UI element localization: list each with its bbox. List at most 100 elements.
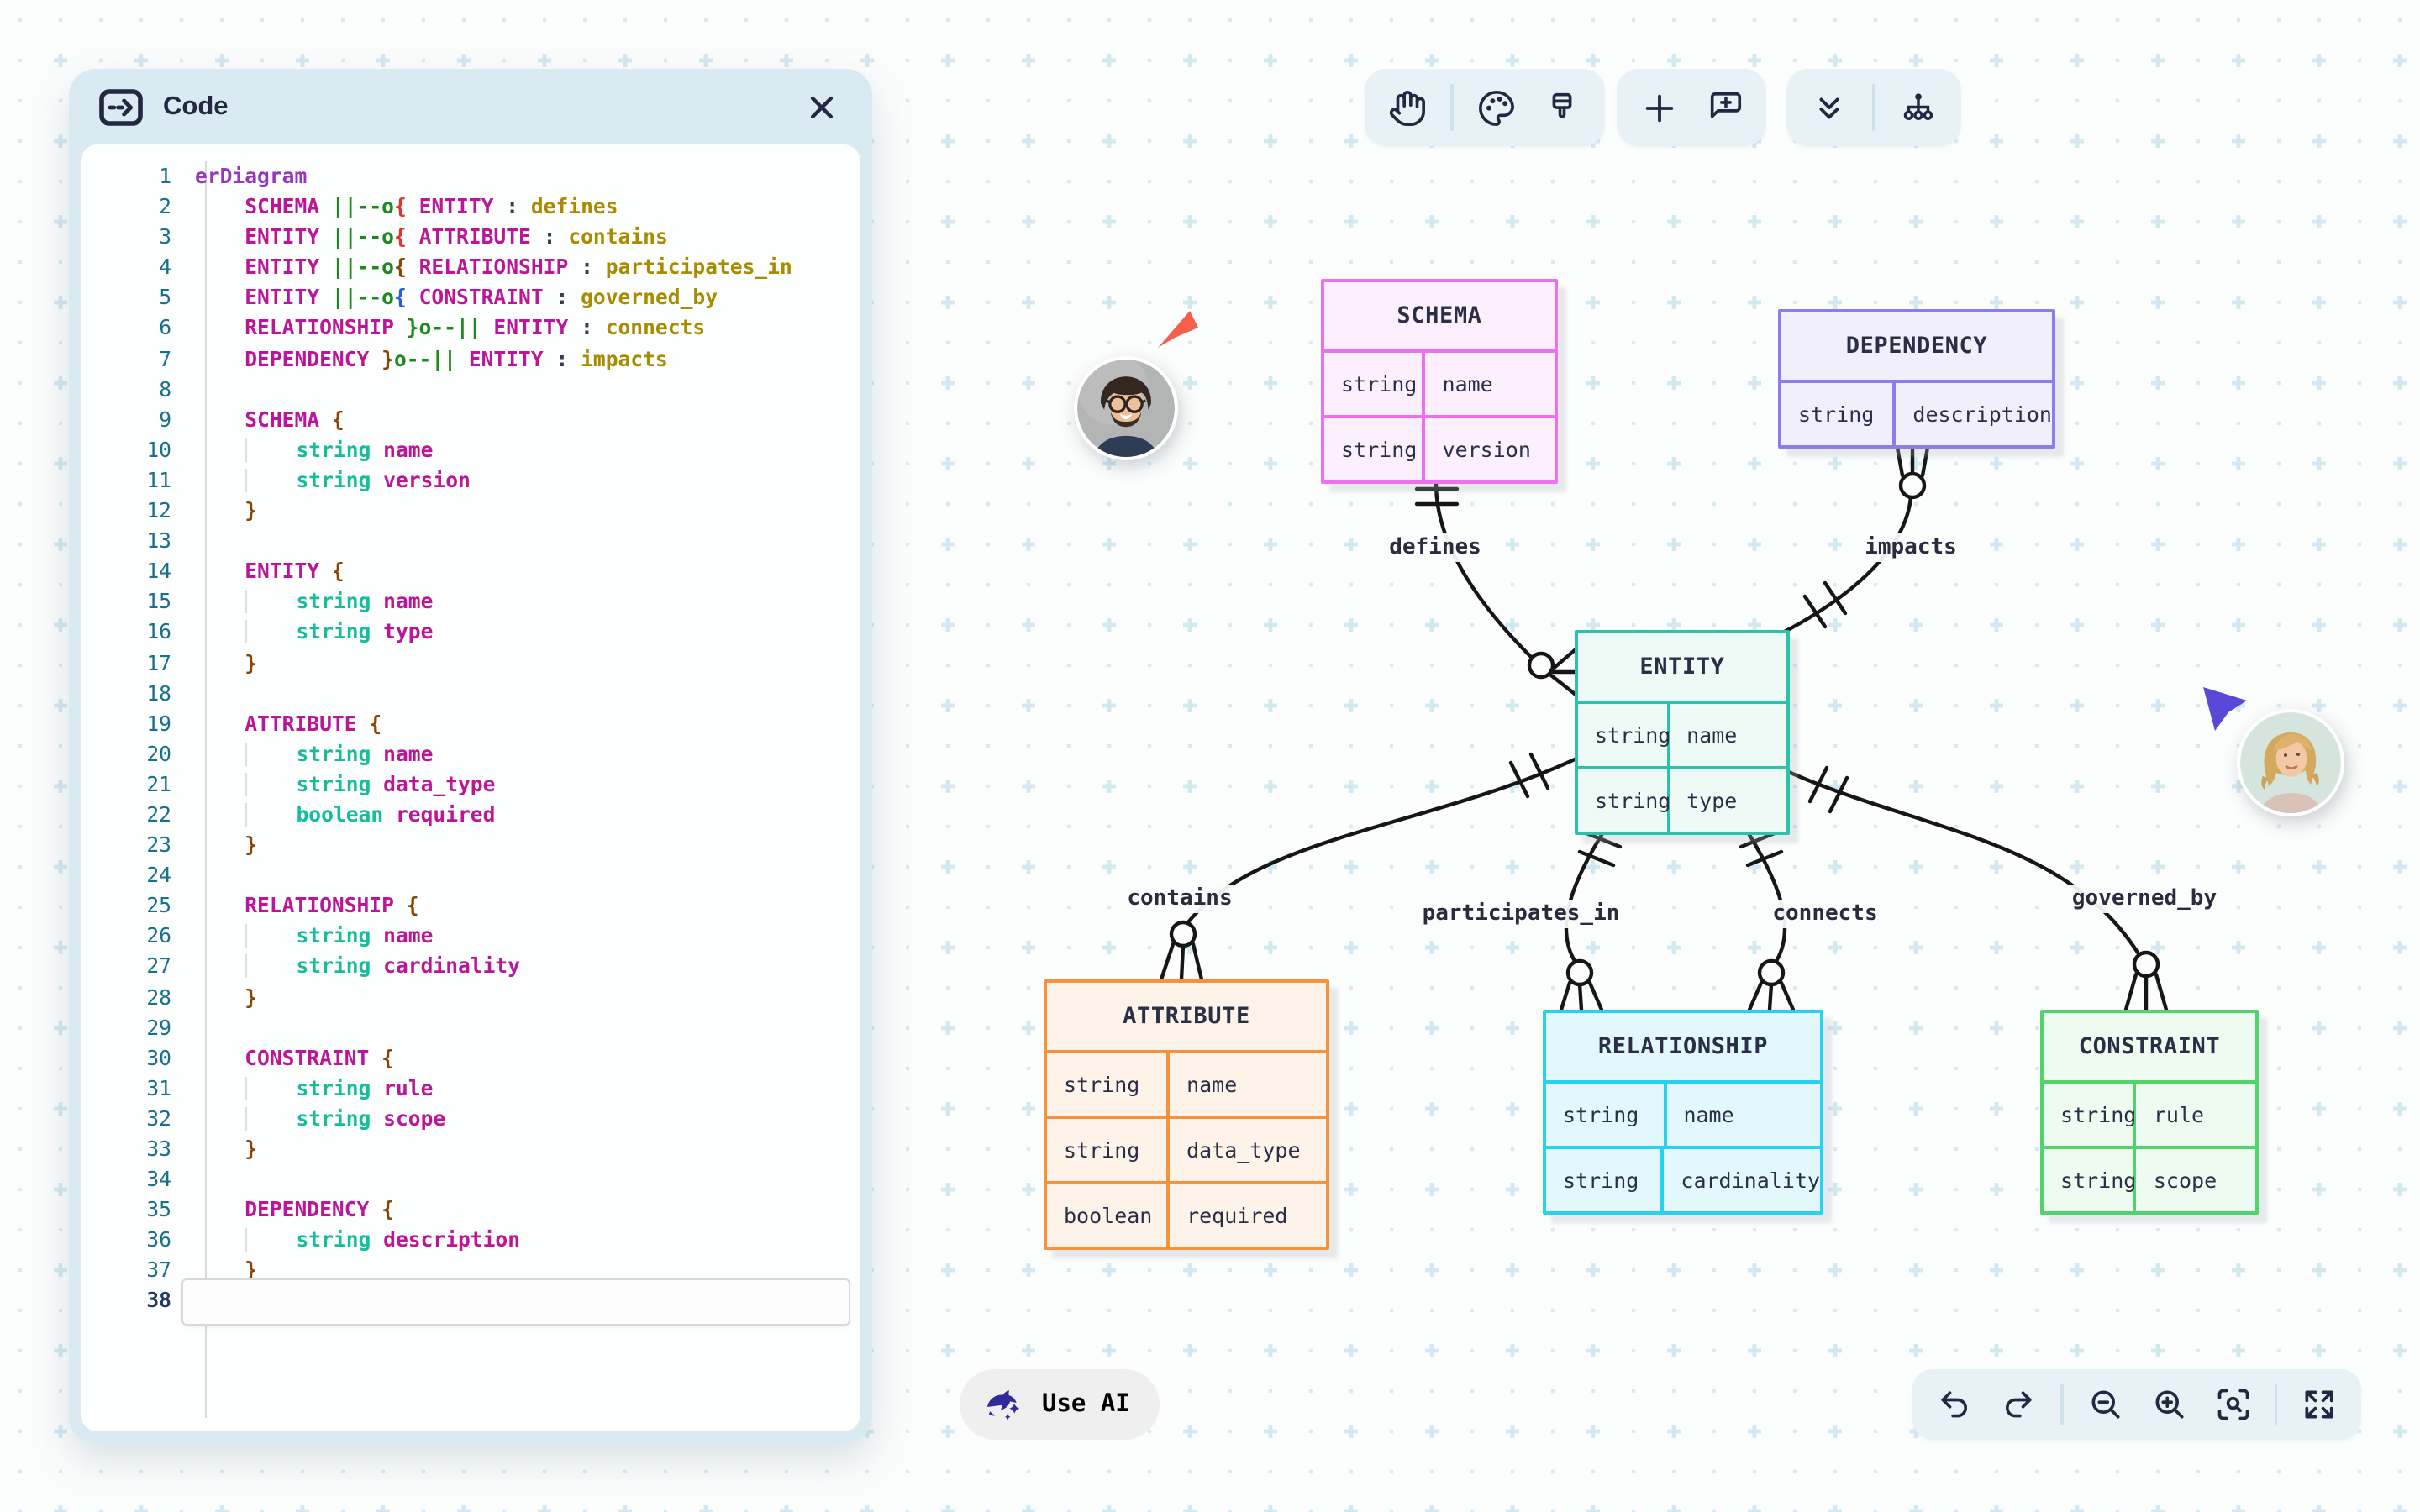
line-text: string name: [195, 435, 850, 465]
line-number: 18: [81, 678, 195, 708]
entity-attribute-row: stringname: [1047, 1050, 1326, 1116]
attribute-name: name: [1170, 1053, 1326, 1116]
code-line-14[interactable]: 14 ENTITY {: [81, 556, 850, 586]
edge-label-contains: contains: [1120, 885, 1239, 913]
code-line-38[interactable]: 38: [81, 1286, 850, 1316]
code-line-2[interactable]: 2 SCHEMA ||--o{ ENTITY : defines: [81, 192, 850, 222]
fullscreen-icon[interactable]: [2297, 1383, 2341, 1426]
entity-attribute-row: stringdescription: [1781, 380, 2052, 445]
undo-icon[interactable]: [1933, 1383, 1976, 1426]
code-line-6[interactable]: 6 RELATIONSHIP }o--|| ENTITY : connects: [81, 313, 850, 344]
code-line-8[interactable]: 8: [81, 374, 850, 404]
code-line-26[interactable]: 26 string name: [81, 921, 850, 952]
entity-attribute[interactable]: ATTRIBUTEstringnamestringdata_typeboolea…: [1044, 979, 1329, 1250]
code-line-33[interactable]: 33 }: [81, 1134, 850, 1164]
use-ai-button[interactable]: Use AI: [960, 1369, 1160, 1440]
code-line-34[interactable]: 34: [81, 1164, 850, 1194]
line-number: 14: [81, 556, 195, 586]
entity-title: ENTITY: [1578, 633, 1786, 701]
code-line-3[interactable]: 3 ENTITY ||--o{ ATTRIBUTE : contains: [81, 222, 850, 252]
code-line-18[interactable]: 18: [81, 678, 850, 708]
code-line-29[interactable]: 29: [81, 1012, 850, 1042]
code-line-22[interactable]: 22 boolean required: [81, 800, 850, 830]
zoom-in-icon[interactable]: [2147, 1383, 2191, 1426]
line-number: 4: [81, 253, 195, 283]
attribute-name: description: [1896, 383, 2052, 445]
code-line-20[interactable]: 20 string name: [81, 739, 850, 769]
toolbar-layout: [1786, 69, 1960, 146]
code-line-31[interactable]: 31 string rule: [81, 1074, 850, 1104]
code-line-9[interactable]: 9 SCHEMA {: [81, 405, 850, 435]
chevrons-down-icon[interactable]: [1807, 86, 1850, 129]
entity-constraint[interactable]: CONSTRAINTstringrulestringscope: [2040, 1010, 2259, 1215]
line-text: [195, 1012, 850, 1042]
entity-entity[interactable]: ENTITYstringnamestringtype: [1575, 630, 1790, 835]
code-line-28[interactable]: 28 }: [81, 982, 850, 1012]
code-line-17[interactable]: 17 }: [81, 648, 850, 678]
redo-icon[interactable]: [1996, 1383, 2040, 1426]
entity-relationship[interactable]: RELATIONSHIPstringnamestringcardinality: [1543, 1010, 1823, 1215]
line-number: 24: [81, 860, 195, 890]
code-line-23[interactable]: 23 }: [81, 830, 850, 860]
attribute-type: string: [1578, 769, 1670, 832]
code-line-7[interactable]: 7 DEPENDENCY }o--|| ENTITY : impacts: [81, 344, 850, 374]
code-line-11[interactable]: 11 string version: [81, 465, 850, 496]
code-line-5[interactable]: 5 ENTITY ||--o{ CONSTRAINT : governed_by: [81, 283, 850, 313]
code-editor[interactable]: 1erDiagram2 SCHEMA ||--o{ ENTITY : defin…: [81, 144, 860, 1431]
comment-plus-icon[interactable]: [1702, 86, 1746, 129]
line-text: [195, 526, 850, 556]
attribute-name: scope: [2137, 1149, 2255, 1211]
code-line-4[interactable]: 4 ENTITY ||--o{ RELATIONSHIP : participa…: [81, 253, 850, 283]
code-line-1[interactable]: 1erDiagram: [81, 161, 850, 192]
code-line-16[interactable]: 16 string type: [81, 617, 850, 648]
toolbar-divider: [2275, 1384, 2277, 1425]
code-line-32[interactable]: 32 string scope: [81, 1104, 850, 1134]
line-number: 17: [81, 648, 195, 678]
palette-icon[interactable]: [1475, 86, 1518, 129]
line-number: 38: [81, 1286, 195, 1316]
attribute-type: string: [1324, 418, 1426, 480]
line-text: string scope: [195, 1104, 850, 1134]
entity-dependency[interactable]: DEPENDENCYstringdescription: [1778, 309, 2055, 449]
code-line-19[interactable]: 19 ATTRIBUTE {: [81, 708, 850, 738]
code-lines: 1erDiagram2 SCHEMA ||--o{ ENTITY : defin…: [81, 161, 850, 1316]
code-line-30[interactable]: 30 CONSTRAINT {: [81, 1042, 850, 1073]
hierarchy-icon[interactable]: [1897, 86, 1940, 129]
line-number: 25: [81, 891, 195, 921]
line-text: boolean required: [195, 800, 850, 830]
code-line-27[interactable]: 27 string cardinality: [81, 952, 850, 982]
code-line-36[interactable]: 36 string description: [81, 1226, 850, 1256]
code-line-13[interactable]: 13: [81, 526, 850, 556]
code-line-12[interactable]: 12 }: [81, 496, 850, 526]
attribute-name: rule: [2137, 1084, 2255, 1146]
code-line-25[interactable]: 25 RELATIONSHIP {: [81, 891, 850, 921]
paintbrush-icon[interactable]: [1540, 86, 1584, 129]
entity-schema[interactable]: SCHEMAstringnamestringversion: [1321, 279, 1558, 484]
attribute-name: version: [1426, 418, 1555, 480]
attribute-type: string: [1546, 1084, 1666, 1146]
zoom-fit-icon[interactable]: [2211, 1383, 2254, 1426]
plus-icon[interactable]: [1637, 86, 1681, 129]
code-line-21[interactable]: 21 string data_type: [81, 769, 850, 800]
line-text: string version: [195, 465, 850, 496]
line-number: 27: [81, 952, 195, 982]
dolphin-sparkle-icon: [983, 1384, 1027, 1425]
line-number: 1: [81, 161, 195, 192]
attribute-name: required: [1170, 1184, 1326, 1247]
close-icon[interactable]: [802, 87, 842, 127]
entity-title: DEPENDENCY: [1781, 312, 2052, 380]
hand-icon[interactable]: [1385, 86, 1428, 129]
code-line-24[interactable]: 24: [81, 860, 850, 890]
line-number: 21: [81, 769, 195, 800]
zoom-out-icon[interactable]: [2083, 1383, 2127, 1426]
line-number: 5: [81, 283, 195, 313]
line-text: }: [195, 982, 850, 1012]
code-line-35[interactable]: 35 DEPENDENCY {: [81, 1194, 850, 1225]
code-line-10[interactable]: 10 string name: [81, 435, 850, 465]
toolbar-tools: [1365, 69, 1604, 146]
line-number: 30: [81, 1042, 195, 1073]
code-line-15[interactable]: 15 string name: [81, 587, 850, 617]
entity-attribute-row: stringversion: [1324, 415, 1555, 480]
line-text: SCHEMA ||--o{ ENTITY : defines: [195, 192, 850, 222]
